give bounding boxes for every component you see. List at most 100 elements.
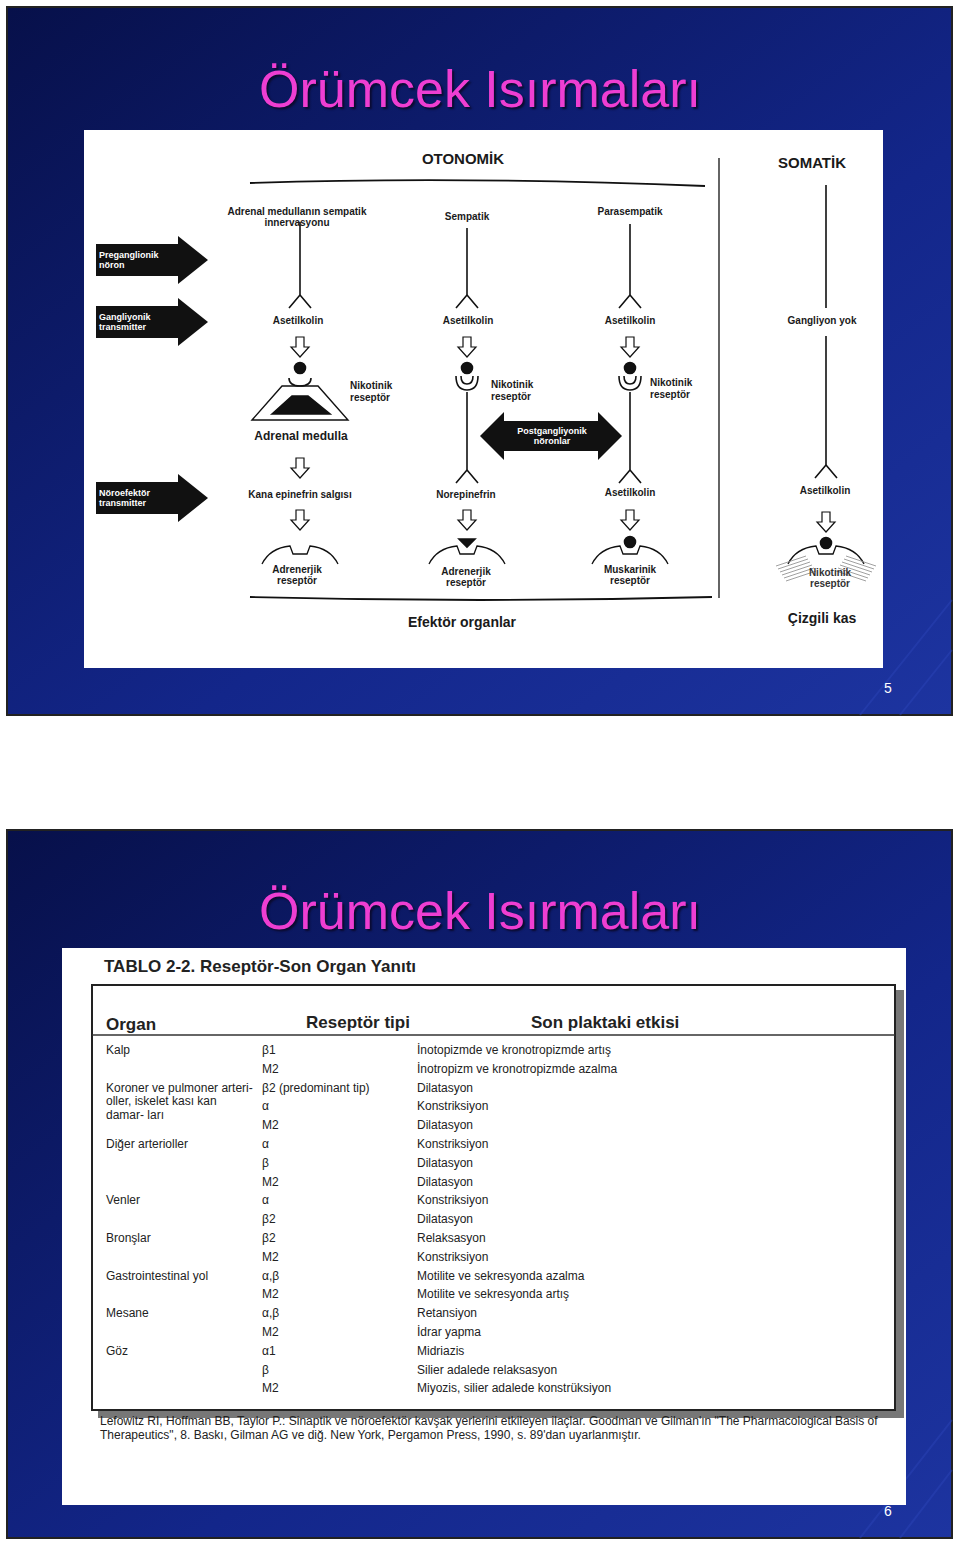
hollow-arrow — [291, 510, 309, 530]
receptor-label: Nikotinik reseptör — [350, 380, 414, 403]
receptor-cell: M2 — [262, 1176, 412, 1190]
transmitter-dot — [462, 363, 473, 374]
effect-cell: Konstriksiyon — [417, 1251, 747, 1265]
arrow-box: Nöroefektör transmitter — [96, 474, 208, 522]
receptor-cell: β — [262, 1364, 412, 1378]
stroke — [629, 392, 631, 470]
organ-cell: Bronşlar — [106, 1232, 256, 1246]
slide-title: Örümcek Isırmaları — [130, 882, 830, 942]
arrow-box: Preganglionik nöron — [96, 236, 208, 284]
transmitter-label: Asetilkolin — [585, 315, 675, 326]
column-heading: Parasempatik — [575, 206, 685, 217]
section-heading: OTONOMİK — [393, 150, 533, 167]
group-label: Çizgili kas — [767, 610, 877, 626]
effect-cell: Motilite ve sekresyonda azalma — [417, 1270, 747, 1284]
organ-cell: Koroner ve pulmoner arteri- oller, iskel… — [106, 1082, 256, 1123]
effect-cell: Midriazis — [417, 1345, 747, 1359]
hollow-arrow — [458, 510, 476, 530]
effect-cell: İnotropizm ve kronotropizmde azalma — [417, 1063, 747, 1077]
citation: Lefowitz RI, Hoffman BB, Taylor P.: Sina… — [100, 1415, 890, 1443]
axon-terminal — [456, 295, 478, 308]
hollow-arrow — [291, 458, 309, 478]
receptor-cell: M2 — [262, 1326, 412, 1340]
adrenal-medulla — [252, 386, 348, 420]
receptor-label: Adrenerjik reseptör — [259, 564, 335, 586]
column-header: Son plaktaki etkisi — [531, 1013, 781, 1033]
transmitter-dot — [625, 363, 636, 374]
norepinephrine-mark — [459, 539, 475, 547]
effect-cell: Relaksasyon — [417, 1232, 747, 1246]
axon-terminal — [815, 465, 837, 478]
receptor-cup — [619, 376, 641, 390]
receptor-cell: α — [262, 1194, 412, 1208]
organ-cell: Mesane — [106, 1307, 256, 1321]
slide-title: Örümcek Isırmaları — [130, 60, 830, 120]
receptor-cell: M2 — [262, 1382, 412, 1396]
receptor-cell: M2 — [262, 1288, 412, 1302]
effector-cell — [592, 546, 668, 564]
effect-cell: Konstriksiyon — [417, 1138, 747, 1152]
transmitter-label: Norepinefrin — [416, 489, 516, 500]
axon-terminal — [619, 470, 641, 483]
arrow-fill — [480, 412, 622, 460]
stroke — [299, 222, 301, 295]
effect-cell: Silier adalede relaksasyon — [417, 1364, 747, 1378]
transmitter-label: Asetilkolin — [780, 485, 870, 496]
receptor-cell: α — [262, 1100, 412, 1114]
effect-cell: Retansiyon — [417, 1307, 747, 1321]
receptor-cup — [289, 378, 311, 386]
arrow-fill — [96, 236, 208, 284]
effect-cell: Dilatasyon — [417, 1082, 747, 1096]
effect-cell: Dilatasyon — [417, 1176, 747, 1190]
stroke — [466, 228, 468, 295]
receptor-label: Adrenerjik reseptör — [428, 566, 504, 588]
effect-cell: İdrar yapma — [417, 1326, 747, 1340]
bracket — [250, 180, 705, 186]
receptor-label: Nikotinik reseptör — [491, 379, 555, 402]
table-title: TABLO 2-2. Reseptör-Son Organ Yanıtı — [104, 957, 524, 977]
receptor-cell: β1 — [262, 1044, 412, 1058]
page-number: 6 — [884, 1503, 904, 1519]
section-heading: SOMATİK — [752, 154, 872, 171]
hollow-arrow — [291, 337, 309, 357]
organ-cell: Diğer arterioller — [106, 1138, 256, 1152]
arrow-label: Preganglionik nöron — [99, 250, 173, 271]
effector-cell — [262, 546, 338, 564]
receptor-label: Nikotinik reseptör — [650, 377, 714, 400]
organ-cell: Göz — [106, 1345, 256, 1359]
receptor-cell: α,β — [262, 1270, 412, 1284]
effect-cell: Dilatasyon — [417, 1213, 747, 1227]
column-heading: Sempatik — [417, 211, 517, 222]
receptor-cell: β2 (predominant tip) — [262, 1082, 412, 1096]
effector-cell — [788, 546, 864, 564]
hollow-arrow — [458, 337, 476, 357]
effector-cell — [429, 546, 505, 564]
stroke — [466, 392, 468, 470]
receptor-cup — [456, 376, 478, 390]
receptor-cell: α,β — [262, 1307, 412, 1321]
receptor-cell: α — [262, 1138, 412, 1152]
receptor-label: Muskarinik reseptör — [588, 564, 672, 586]
transmitter-label: Asetilkolin — [253, 315, 343, 326]
arrow-fill — [96, 298, 208, 346]
transmitter-dot — [625, 537, 636, 548]
effect-cell: Konstriksiyon — [417, 1100, 747, 1114]
axon-terminal — [619, 295, 641, 308]
arrow-label: Gangliyonik transmitter — [99, 312, 173, 333]
receptor-cell: β2 — [262, 1213, 412, 1227]
effect-cell: Konstriksiyon — [417, 1194, 747, 1208]
transmitter-label: Asetilkolin — [423, 315, 513, 326]
organ-cell: Gastrointestinal yol — [106, 1270, 256, 1284]
effect-cell: İnotopizmde ve kronotropizmde artış — [417, 1044, 747, 1058]
arrow-box: Gangliyonik transmitter — [96, 298, 208, 346]
arrow-label: Postgangliyonik nöronlar — [506, 426, 598, 447]
column-header: Reseptör tipi — [306, 1013, 486, 1033]
stroke — [629, 224, 631, 295]
effect-cell: Dilatasyon — [417, 1157, 747, 1171]
arrow-fill — [96, 474, 208, 522]
hollow-arrow — [621, 337, 639, 357]
column-header: Organ — [106, 1015, 226, 1035]
group-label: Efektör organlar — [372, 614, 552, 630]
transmitter-dot — [821, 538, 832, 549]
receptor-label: Nikotinik reseptör — [795, 567, 865, 589]
